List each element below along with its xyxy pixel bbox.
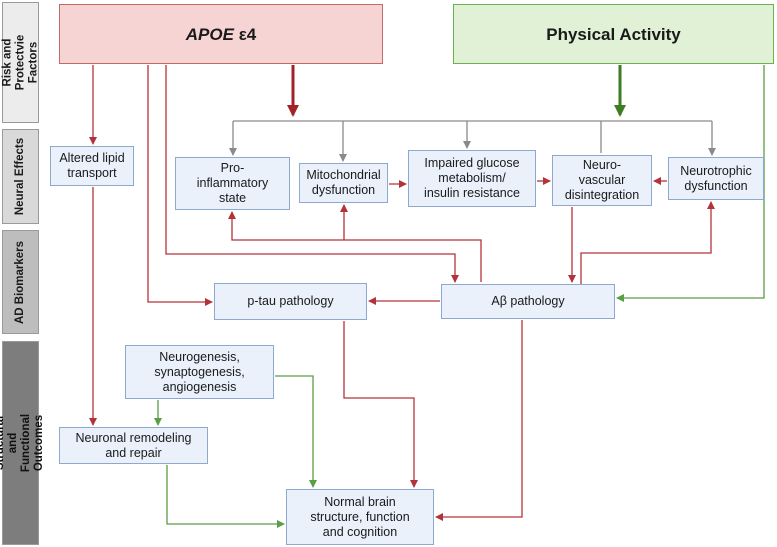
abeta-to-normal-arrow — [435, 320, 523, 521]
red-arrows — [89, 65, 715, 521]
neurogenesis-label: Neurogenesis, synaptogenesis, angiogenes… — [154, 349, 245, 394]
normal-label: Normal brain structure, function and cog… — [310, 494, 410, 539]
abeta-to-proinflammatory-arrow — [228, 211, 482, 282]
abeta-to-neurotrophic-arrow — [580, 201, 715, 284]
ptau-label: p-tau pathology — [247, 294, 334, 308]
neurotrophic-dysfunction-box: Neurotrophic dysfunction — [668, 157, 764, 200]
glucose-label: Impaired glucose metabolism/ insulin res… — [424, 156, 520, 200]
ptau-to-normal-arrow — [343, 321, 418, 488]
physical-activity-label: Physical Activity — [546, 24, 681, 44]
sidebar-ad-biomarkers: AD Biomarkers — [2, 230, 39, 334]
apoe-to-ptau-arrow — [147, 65, 213, 306]
remodeling-label: Neuronal remodeling and repair — [75, 430, 192, 460]
neurovascular-disintegration-box: Neuro- vascular disintegration — [552, 155, 652, 206]
apoe-label: APOE — [185, 24, 234, 44]
green-arrows — [154, 65, 765, 528]
sidebar-neural-effects: Neural Effects — [2, 129, 39, 224]
activity-to-abeta-arrow — [616, 65, 765, 302]
physical-activity-box: Physical Activity — [453, 4, 774, 64]
proinflammatory-label: Pro- inflammatory state — [196, 161, 269, 205]
neurogenesis-to-normal-arrow — [275, 375, 317, 488]
neurogenesis-box: Neurogenesis, synaptogenesis, angiogenes… — [125, 345, 274, 399]
ptau-pathology-box: p-tau pathology — [214, 283, 367, 320]
remodeling-to-normal-arrow — [166, 465, 285, 528]
lipid-label: Altered lipid transport — [59, 151, 125, 180]
altered-lipid-transport-box: Altered lipid transport — [50, 146, 134, 186]
proinflammatory-state-box: Pro- inflammatory state — [175, 157, 290, 210]
abeta-pathology-box: Aβ pathology — [441, 284, 615, 319]
sidebar-risk-protective-factors: Risk and Protectvie Factors — [1, 2, 39, 123]
impaired-glucose-metabolism-box: Impaired glucose metabolism/ insulin res… — [408, 150, 536, 207]
apoe-e4-box: APOE ε4 — [59, 4, 383, 64]
apoe-to-abeta-arrow — [165, 65, 459, 283]
mitochondrial-dysfunction-box: Mitochondrial dysfunction — [299, 163, 388, 203]
neurotrophic-label: Neurotrophic dysfunction — [680, 163, 752, 193]
normal-brain-function-box: Normal brain structure, function and cog… — [286, 489, 434, 545]
mitochondrial-label: Mitochondrial dysfunction — [306, 168, 381, 197]
apoe-suffix-label: ε4 — [233, 24, 257, 44]
neuronal-remodeling-box: Neuronal remodeling and repair — [59, 427, 208, 464]
sidebar-structural-functional-outcomes: Structural and Functional Outcomes — [0, 341, 46, 545]
gray-distribution-lines — [229, 120, 716, 162]
abeta-label: Aβ pathology — [491, 294, 565, 308]
neurovascular-label: Neuro- vascular disintegration — [564, 158, 640, 202]
